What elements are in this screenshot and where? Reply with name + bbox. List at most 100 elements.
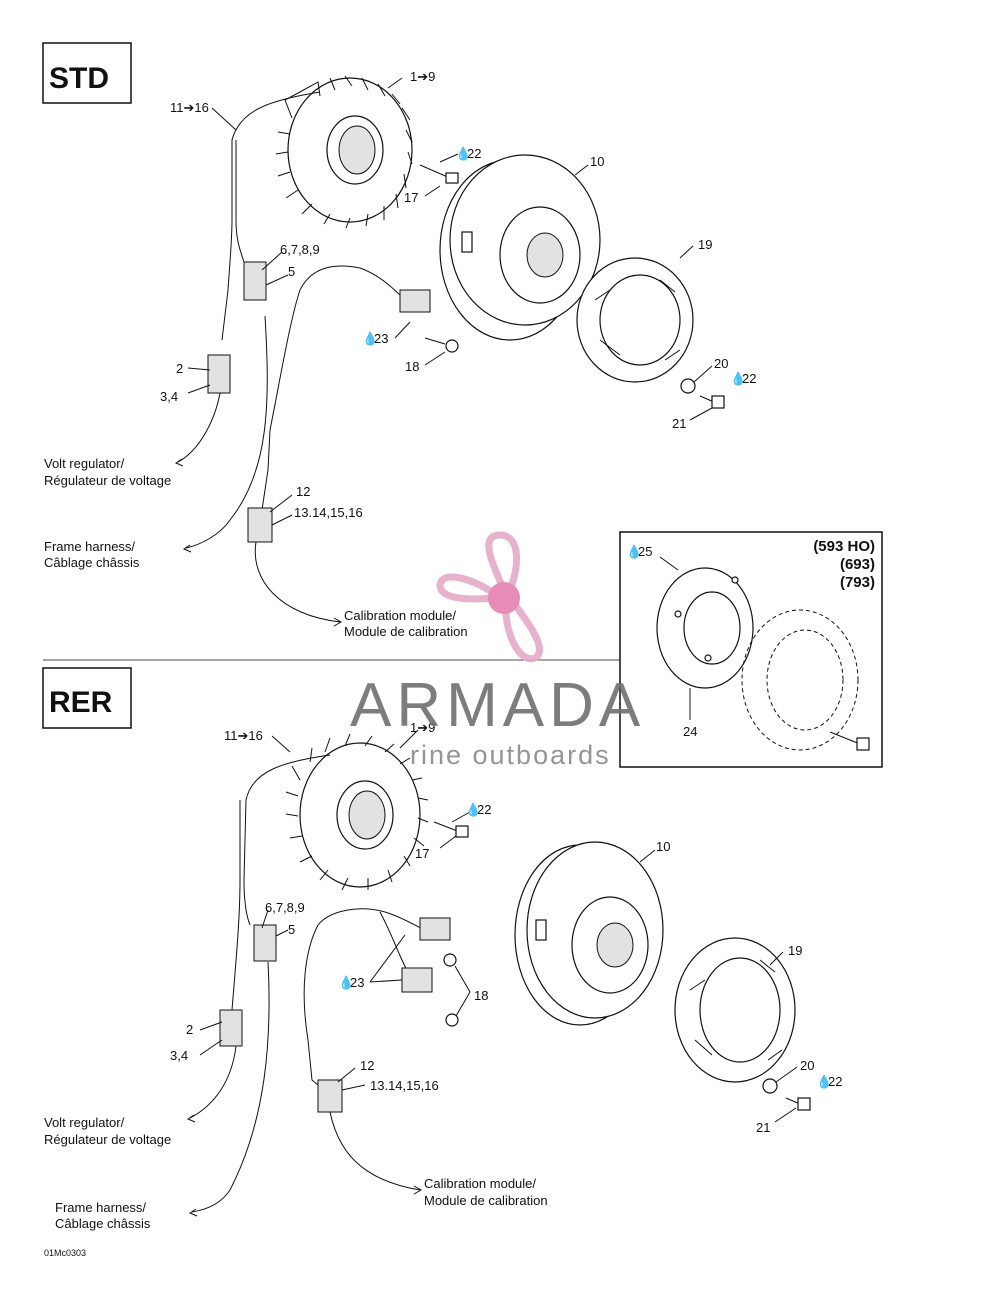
connector-2-std bbox=[207, 354, 231, 394]
oil-drop-icon: 💧 bbox=[816, 1074, 832, 1089]
callout-34-std: 3,4 bbox=[160, 389, 178, 404]
callout-21-rer: 21 bbox=[756, 1120, 770, 1135]
stator-rer bbox=[285, 733, 429, 891]
callout-21-std: 21 bbox=[672, 416, 686, 431]
callout-20-rer: 20 bbox=[800, 1058, 814, 1073]
callout-20-std: 20 bbox=[714, 356, 728, 371]
bolt-18a-rer bbox=[443, 953, 457, 967]
trigger-ring-19-rer bbox=[674, 937, 796, 1083]
volt-regulator-fr-label-rer: Régulateur de voltage bbox=[44, 1132, 171, 1147]
stator-std bbox=[275, 75, 413, 229]
variant-693: (693) bbox=[840, 556, 875, 573]
bolt-21-rer bbox=[785, 1097, 811, 1111]
watermark-subtitle: rine outboards bbox=[410, 740, 611, 770]
connector-5-rer bbox=[253, 924, 277, 962]
callout-5-rer: 5 bbox=[288, 922, 295, 937]
callout-25-inset: 25 bbox=[638, 544, 652, 559]
callout-22-std: 22 bbox=[467, 146, 481, 161]
connector-2-rer bbox=[219, 1009, 243, 1047]
oil-drop-icon: 💧 bbox=[362, 331, 378, 346]
frame-harness-fr-label-rer: Câblage châssis bbox=[55, 1216, 151, 1231]
bolt-21-std bbox=[699, 395, 725, 409]
callout-23-rer: 23 bbox=[350, 975, 364, 990]
callout-19-std: 19 bbox=[698, 237, 712, 252]
bolt-17-rer bbox=[433, 821, 469, 838]
propeller-logo-icon bbox=[436, 531, 543, 663]
callout-24-inset: 24 bbox=[683, 724, 697, 739]
volt-regulator-fr-label-std: Régulateur de voltage bbox=[44, 473, 171, 488]
variant-593ho: (593 HO) bbox=[813, 538, 875, 555]
callout-11-16-rer: 11➔16 bbox=[224, 728, 263, 743]
trigger-harness-rer bbox=[303, 908, 431, 1041]
watermark-title: ARMADA bbox=[350, 671, 645, 740]
callout-18-rer: 18 bbox=[474, 988, 488, 1003]
volt-regulator-label-rer: Volt regulator/ bbox=[44, 1115, 125, 1130]
trigger-harness-std bbox=[269, 265, 406, 431]
std-label: STD bbox=[49, 62, 109, 95]
connector-5-std bbox=[243, 261, 267, 301]
callout-19-rer: 19 bbox=[788, 943, 802, 958]
callout-6789-std: 6,7,8,9 bbox=[280, 242, 320, 257]
callout-22b-rer: 22 bbox=[828, 1074, 842, 1089]
stator-harness-std bbox=[221, 91, 321, 341]
callout-2-std: 2 bbox=[176, 361, 183, 376]
calibration-module-label-rer: Calibration module/ bbox=[424, 1176, 536, 1191]
callout-5-std: 5 bbox=[288, 264, 295, 279]
bolt-inset bbox=[829, 731, 870, 751]
oil-drop-icon: 💧 bbox=[626, 544, 642, 559]
callout-1-9-std: 1➔9 bbox=[410, 69, 435, 84]
callout-17-rer: 17 bbox=[415, 846, 429, 861]
oil-drop-icon: 💧 bbox=[730, 371, 746, 386]
trigger-sensor-b-rer bbox=[401, 967, 433, 993]
volt-regulator-label-std: Volt regulator/ bbox=[44, 456, 125, 471]
washer-20-std bbox=[680, 378, 696, 394]
frame-harness-fr-label-std: Câblage châssis bbox=[44, 555, 140, 570]
frame-harness-label-std: Frame harness/ bbox=[44, 539, 135, 554]
std-label-box bbox=[42, 42, 132, 104]
oil-drop-icon: 💧 bbox=[455, 146, 471, 161]
frame-harness-label-rer: Frame harness/ bbox=[55, 1200, 146, 1215]
oil-drop-icon: 💧 bbox=[465, 802, 481, 817]
callout-2-rer: 2 bbox=[186, 1022, 193, 1037]
callout-18-std: 18 bbox=[405, 359, 419, 374]
oil-drop-icon: 💧 bbox=[338, 975, 354, 990]
rer-label: RER bbox=[49, 686, 113, 719]
trigger-ring-inset bbox=[741, 609, 859, 751]
flywheel-10-std bbox=[439, 154, 601, 341]
callout-11-16-std: 11➔16 bbox=[170, 100, 209, 115]
flywheel-10-rer bbox=[514, 841, 664, 1026]
calibration-module-fr-label-std: Module de calibration bbox=[344, 624, 468, 639]
variant-793: (793) bbox=[840, 574, 875, 591]
callout-22b-std: 22 bbox=[742, 371, 756, 386]
callout-10-std: 10 bbox=[590, 154, 604, 169]
callout-1-9-rer: 1➔9 bbox=[410, 720, 435, 735]
bolt-18b-rer bbox=[445, 1013, 459, 1027]
callout-22-rer: 22 bbox=[477, 802, 491, 817]
bolt-17-std bbox=[419, 164, 459, 184]
figure-code: 01Mc0303 bbox=[44, 1248, 86, 1258]
callout-12-rer: 12 bbox=[360, 1058, 374, 1073]
callout-6789-rer: 6,7,8,9 bbox=[265, 900, 305, 915]
trigger-sensor-a-rer bbox=[419, 917, 451, 941]
callout-10-rer: 10 bbox=[656, 839, 670, 854]
washer-20-rer bbox=[762, 1078, 778, 1094]
callout-13-16-rer: 13.14,15,16 bbox=[370, 1078, 439, 1093]
callout-13-16-std: 13.14,15,16 bbox=[294, 505, 363, 520]
armada-watermark: ARMADA rine outboards bbox=[350, 531, 645, 770]
connector-12-rer bbox=[317, 1079, 343, 1113]
trigger-ring-19-std bbox=[576, 257, 694, 383]
bolt-18-std bbox=[424, 337, 459, 353]
callout-34-rer: 3,4 bbox=[170, 1048, 188, 1063]
rer-label-box bbox=[42, 667, 132, 729]
connector-12-std bbox=[247, 507, 273, 543]
callout-23-std: 23 bbox=[374, 331, 388, 346]
calibration-module-label-std: Calibration module/ bbox=[344, 608, 456, 623]
calibration-module-fr-label-rer: Module de calibration bbox=[424, 1193, 548, 1208]
callout-12-std: 12 bbox=[296, 484, 310, 499]
callout-17-std: 17 bbox=[404, 190, 418, 205]
trigger-sensor-std bbox=[399, 289, 431, 313]
spacer-plate-24 bbox=[656, 567, 754, 689]
stator-harness-rer bbox=[243, 754, 331, 926]
